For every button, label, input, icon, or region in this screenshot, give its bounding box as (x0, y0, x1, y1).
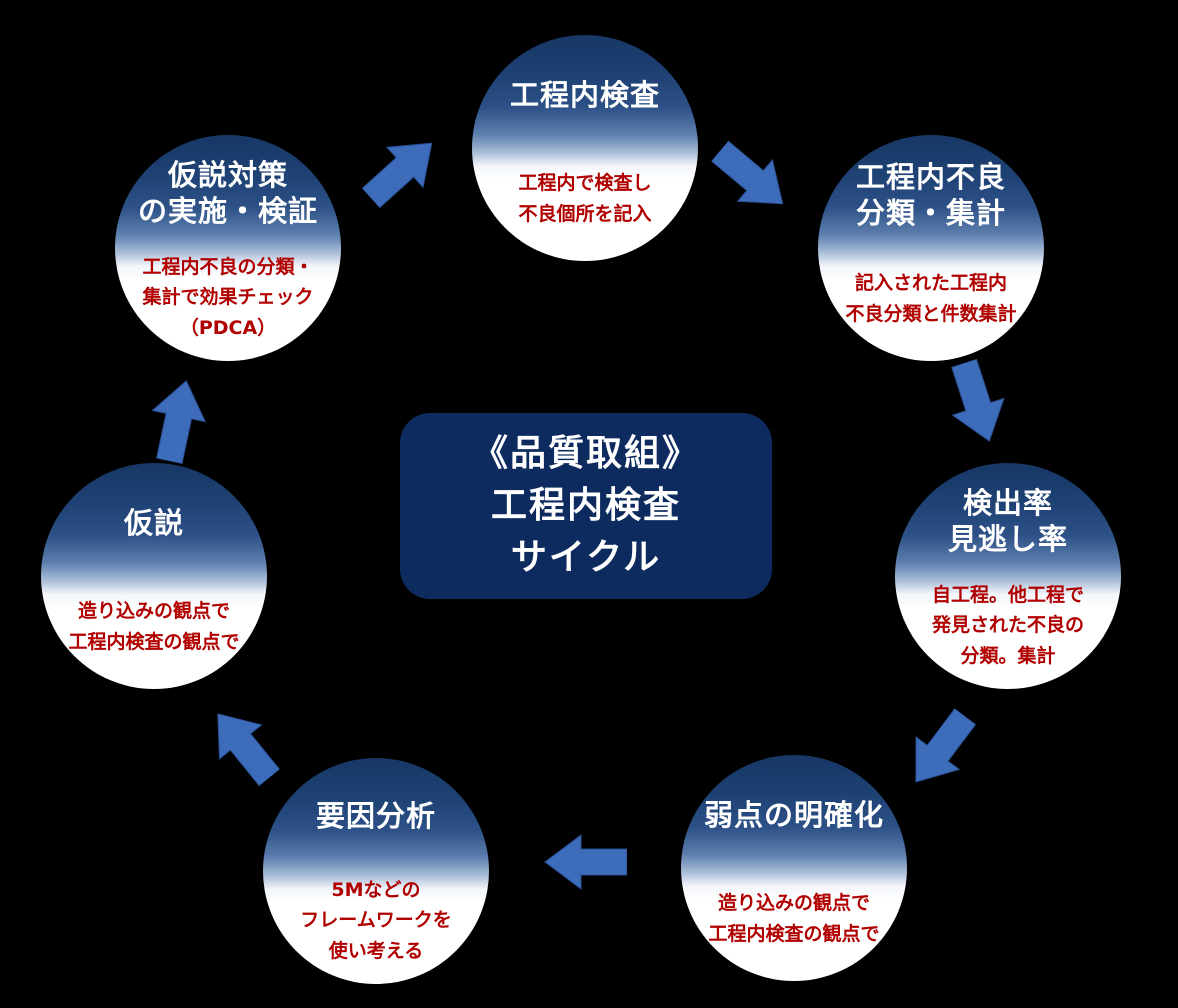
node-title: 弱点の明確化 (703, 797, 884, 832)
node-hypothesis: 仮説 造り込みの観点で 工程内検査の観点で (41, 463, 267, 689)
node-description: 工程内不良の分類・ 集計で効果チェック （PDCA） (142, 255, 314, 339)
node-weakness-clarification: 弱点の明確化 造り込みの観点で 工程内検査の観点で (681, 755, 907, 981)
arrow-downleft-icon (892, 699, 989, 801)
node-title: 工程内検査 (509, 77, 660, 112)
node-description: 5Mなどの フレームワークを 使い考える (300, 878, 452, 962)
arrow-up-icon (141, 373, 215, 467)
arrow-upright-icon (351, 120, 452, 219)
diagram-title: 《品質取組》 工程内検査 サイクル (471, 432, 700, 579)
node-title: 工程内不良 分類・集計 (855, 159, 1006, 230)
node-title: 検出率 見逃し率 (947, 486, 1068, 557)
node-description: 自工程。他工程で 発見された不良の 分類。集計 (931, 583, 1084, 667)
node-title: 要因分析 (315, 799, 436, 834)
arrow-downright-icon (701, 129, 803, 227)
node-description: 造り込みの観点で 工程内検査の観点で (68, 600, 240, 653)
node-defect-classification: 工程内不良 分類・集計 記入された工程内 不良分類と件数集計 (818, 135, 1044, 361)
node-detection-rate: 検出率 見逃し率 自工程。他工程で 発見された不良の 分類。集計 (895, 463, 1121, 689)
node-factor-analysis: 要因分析 5Mなどの フレームワークを 使い考える (263, 758, 489, 984)
node-in-process-inspection: 工程内検査 工程内で検査し 不良個所を記入 (472, 35, 698, 261)
node-title: 仮説 (123, 505, 184, 540)
arrow-down-icon (936, 354, 1017, 452)
node-hypothesis-countermeasure: 仮説対策 の実施・検証 工程内不良の分類・ 集計で効果チェック （PDCA） (115, 135, 341, 361)
arrow-left-icon (543, 833, 627, 891)
node-description: 記入された工程内 不良分類と件数集計 (845, 272, 1017, 325)
node-description: 工程内で検査し 不良個所を記入 (518, 172, 652, 225)
node-description: 造り込みの観点で 工程内検査の観点で (708, 892, 880, 945)
node-title: 仮説対策 の実施・検証 (137, 158, 318, 229)
center-title-box: 《品質取組》 工程内検査 サイクル (400, 413, 772, 599)
arrow-upleft-icon (194, 694, 292, 796)
